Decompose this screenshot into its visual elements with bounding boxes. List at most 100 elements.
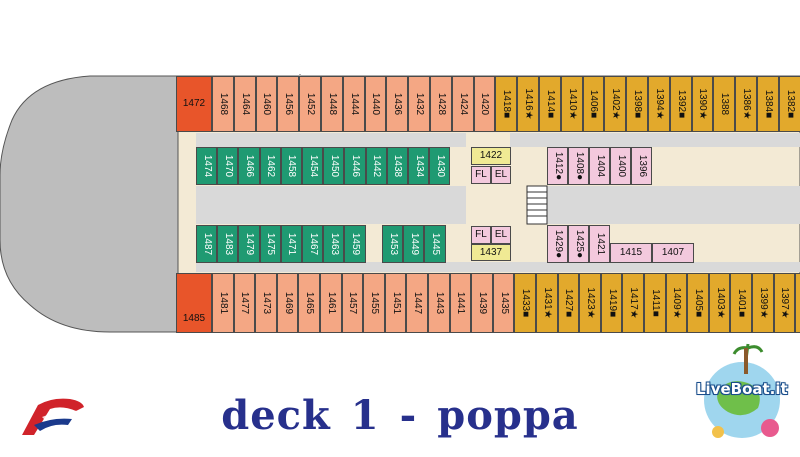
cabin[interactable]: 1408● — [568, 147, 589, 185]
cabin[interactable]: EL — [491, 166, 511, 184]
cabin[interactable]: 1439 — [471, 273, 493, 333]
cabin[interactable]: 1461 — [320, 273, 342, 333]
cabin[interactable]: 1441 — [449, 273, 472, 333]
cabin[interactable]: 1485 — [176, 273, 212, 333]
corridor-upper — [196, 133, 466, 147]
cabin[interactable]: 1414■ — [539, 76, 561, 132]
cabin[interactable]: 1445 — [424, 225, 446, 263]
cabin[interactable]: 1428 — [430, 76, 452, 132]
cabin[interactable]: 1437 — [471, 244, 511, 261]
cabin[interactable]: 1443 — [428, 273, 450, 333]
cabin[interactable]: 1397★ — [773, 273, 796, 333]
cabin[interactable]: 1400 — [610, 147, 631, 185]
cabin[interactable]: 1463 — [323, 225, 345, 263]
cabin[interactable]: 1382■ — [778, 76, 800, 132]
cabin[interactable]: 1405■ — [687, 273, 709, 333]
cabin[interactable]: 1462 — [259, 147, 281, 185]
cabin[interactable]: 1425● — [568, 225, 589, 263]
cabin[interactable]: 1434 — [408, 147, 430, 185]
cabin[interactable]: 1427■ — [557, 273, 580, 333]
cabin[interactable]: 1452 — [299, 76, 321, 132]
cabin[interactable]: 1469 — [276, 273, 299, 333]
cabin[interactable]: 1442 — [365, 147, 387, 185]
cabin[interactable]: 1415 — [610, 243, 652, 263]
cabin[interactable]: 1435 — [492, 273, 515, 333]
cabin[interactable]: FL — [471, 226, 491, 244]
cabin[interactable]: 1475 — [259, 225, 281, 263]
cabin-number: 1422 — [479, 150, 503, 161]
cabin[interactable]: 1403★ — [708, 273, 731, 333]
cabin[interactable]: 1421 — [589, 225, 610, 263]
cabin[interactable]: 1450 — [323, 147, 345, 185]
cabin[interactable]: 1455 — [363, 273, 385, 333]
cabin[interactable]: 1411■ — [644, 273, 666, 333]
cabin[interactable]: 1430 — [429, 147, 451, 185]
cabin[interactable]: 1472 — [176, 76, 212, 132]
cabin[interactable]: 1468 — [212, 76, 234, 132]
cabin[interactable]: 1471 — [280, 225, 302, 263]
cabin[interactable]: 1423★ — [579, 273, 601, 333]
cabin[interactable]: 1470 — [217, 147, 239, 185]
cabin[interactable]: 1409★ — [665, 273, 688, 333]
cabin[interactable]: 1451 — [384, 273, 407, 333]
cabin[interactable]: 1464 — [233, 76, 256, 132]
cabin[interactable]: 1402★ — [604, 76, 627, 132]
cabin[interactable]: 1388 — [713, 76, 736, 132]
cabin[interactable]: 1487 — [196, 225, 218, 263]
cabin[interactable]: 1460 — [255, 76, 278, 132]
cabin[interactable]: 1465 — [298, 273, 320, 333]
cabin[interactable]: 1394★ — [648, 76, 670, 132]
cabin[interactable]: 1453 — [382, 225, 404, 263]
cabin[interactable]: 1466 — [238, 147, 260, 185]
cabin[interactable]: 1404 — [589, 147, 610, 185]
cabin[interactable]: 1410★ — [560, 76, 583, 132]
cabin[interactable]: 1431★ — [536, 273, 558, 333]
cabin[interactable]: 1474 — [196, 147, 218, 185]
cabin[interactable]: 1424 — [451, 76, 474, 132]
cabin[interactable]: 1479 — [238, 225, 260, 263]
cabin[interactable]: 1457 — [341, 273, 364, 333]
cabin[interactable]: 1449 — [403, 225, 425, 263]
cabin-number: 1420 — [479, 92, 491, 116]
cabin[interactable]: 1438 — [386, 147, 408, 185]
cabin[interactable]: 1432 — [408, 76, 430, 132]
cabin[interactable]: 1399★ — [752, 273, 774, 333]
cabin[interactable]: 1481 — [212, 273, 234, 333]
cabin[interactable]: EL — [491, 226, 511, 244]
cabin[interactable]: 1416★ — [517, 76, 539, 132]
cabin[interactable]: 1433■ — [514, 273, 536, 333]
cabin[interactable]: 1467 — [302, 225, 324, 263]
cabin[interactable]: 1392■ — [669, 76, 692, 132]
cabin[interactable]: 1390★ — [691, 76, 714, 132]
cabin[interactable]: 1384■ — [757, 76, 779, 132]
cabin[interactable]: 1418■ — [495, 76, 518, 132]
cabin[interactable]: 1396 — [631, 147, 652, 185]
cabin[interactable]: 1386★ — [735, 76, 757, 132]
cabin[interactable]: 1448 — [321, 76, 343, 132]
cabin[interactable]: 1420 — [473, 76, 496, 132]
cabin[interactable]: 1422 — [471, 147, 511, 165]
cabin[interactable]: 1446 — [344, 147, 366, 185]
cabin-number: 1427■ — [563, 288, 575, 318]
cabin[interactable]: FL — [471, 166, 491, 184]
cabin[interactable]: 1454 — [302, 147, 324, 185]
cabin[interactable]: 1483 — [217, 225, 239, 263]
cabin[interactable]: 1401■ — [730, 273, 752, 333]
cabin[interactable]: 1447 — [406, 273, 428, 333]
cabin[interactable]: 1395★ — [795, 273, 800, 333]
cabin[interactable]: 1456 — [277, 76, 300, 132]
cabin[interactable]: 1440 — [364, 76, 387, 132]
cabin[interactable]: 1417★ — [622, 273, 644, 333]
cabin[interactable]: 1398■ — [626, 76, 648, 132]
cabin[interactable]: 1412● — [547, 147, 568, 185]
cabin[interactable]: 1459 — [344, 225, 366, 263]
cabin[interactable]: 1419■ — [600, 273, 623, 333]
cabin[interactable]: 1444 — [342, 76, 365, 132]
cabin[interactable]: 1406■ — [582, 76, 605, 132]
cabin[interactable]: 1477 — [233, 273, 256, 333]
cabin[interactable]: 1473 — [255, 273, 277, 333]
cabin[interactable]: 1458 — [280, 147, 302, 185]
cabin[interactable]: 1407 — [652, 243, 694, 263]
cabin[interactable]: 1436 — [386, 76, 409, 132]
cabin[interactable]: 1429● — [547, 225, 568, 263]
